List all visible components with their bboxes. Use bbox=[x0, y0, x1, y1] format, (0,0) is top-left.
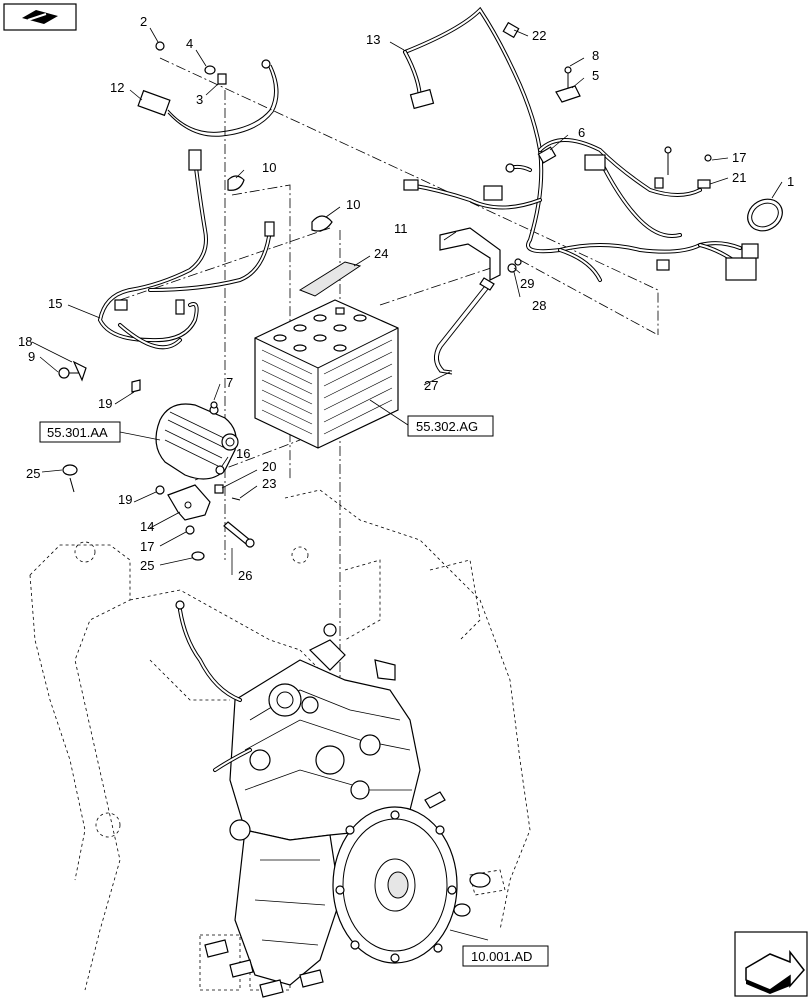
callout-4: 4 bbox=[186, 36, 193, 51]
ref-battery-label: 55.302.AG bbox=[416, 419, 478, 434]
washer-20 bbox=[214, 484, 224, 494]
callout-8: 8 bbox=[592, 48, 599, 63]
nut-washer-set bbox=[155, 41, 227, 85]
nut-washer-28-29 bbox=[507, 258, 522, 273]
callout-12: 12 bbox=[110, 80, 124, 95]
callout-28: 28 bbox=[532, 298, 546, 313]
battery-cable-12 bbox=[137, 59, 279, 137]
callout-23: 23 bbox=[262, 476, 276, 491]
assembly-line bbox=[379, 264, 501, 306]
engine-mounts bbox=[204, 872, 491, 998]
ref-box-alternator[interactable]: 55.301.AA bbox=[39, 421, 121, 443]
callout-16: 16 bbox=[236, 446, 250, 461]
hold-down-rod-27 bbox=[434, 277, 495, 375]
battery-cable-15 bbox=[97, 149, 275, 350]
callout-24: 24 bbox=[374, 246, 388, 261]
callout-17-upper: 17 bbox=[732, 150, 746, 165]
callout-labels: 1 2 3 4 5 6 7 8 9 10 10 11 12 13 14 15 1… bbox=[18, 14, 794, 583]
battery bbox=[254, 299, 399, 449]
leader-lines bbox=[31, 27, 783, 941]
callout-18: 18 bbox=[18, 334, 32, 349]
callout-10-lower: 10 bbox=[346, 197, 360, 212]
clamp-10-lower bbox=[311, 215, 333, 232]
callout-26: 26 bbox=[238, 568, 252, 583]
callout-7: 7 bbox=[226, 375, 233, 390]
callout-2: 2 bbox=[140, 14, 147, 29]
assembly-line bbox=[519, 259, 659, 336]
assembly-line bbox=[159, 57, 531, 231]
battery-bracket-11 bbox=[439, 227, 501, 281]
flywheel-housing bbox=[332, 806, 458, 964]
callout-27: 27 bbox=[424, 378, 438, 393]
callout-17-lower: 17 bbox=[140, 539, 154, 554]
callout-25-upper: 25 bbox=[26, 466, 40, 481]
page-turn-icon[interactable] bbox=[3, 3, 77, 31]
callout-9: 9 bbox=[28, 349, 35, 364]
callout-21: 21 bbox=[732, 170, 746, 185]
long-bolt-26 bbox=[223, 521, 255, 548]
fuse-holder-6 bbox=[537, 146, 557, 164]
callout-14: 14 bbox=[140, 519, 154, 534]
next-page-arrow-icon[interactable] bbox=[734, 931, 808, 997]
callout-20: 20 bbox=[262, 459, 276, 474]
bolt-17-upper bbox=[654, 146, 712, 189]
ref-box-battery[interactable]: 55.302.AG bbox=[407, 415, 494, 437]
assembly-line bbox=[529, 229, 659, 335]
alternator bbox=[155, 403, 239, 480]
ref-alternator-label: 55.301.AA bbox=[47, 425, 108, 440]
callout-13: 13 bbox=[366, 32, 380, 47]
clip-25-upper bbox=[62, 464, 78, 493]
ref-box-engine[interactable]: 10.001.AD bbox=[462, 945, 549, 967]
grommet-1 bbox=[747, 198, 783, 232]
callout-5: 5 bbox=[592, 68, 599, 83]
nut-16 bbox=[215, 465, 225, 475]
callout-6: 6 bbox=[578, 125, 585, 140]
bolt-7 bbox=[210, 401, 218, 409]
callout-15: 15 bbox=[48, 296, 62, 311]
cable-tie-19 bbox=[131, 379, 141, 393]
connector-22 bbox=[502, 21, 520, 39]
clamp-10-upper bbox=[227, 175, 245, 191]
callout-22: 22 bbox=[532, 28, 546, 43]
bolt-9 bbox=[58, 360, 87, 382]
ref-engine-label: 10.001.AD bbox=[471, 949, 532, 964]
hold-down-strap-24 bbox=[298, 261, 362, 297]
callout-19-lower: 19 bbox=[118, 492, 132, 507]
callout-19-upper: 19 bbox=[98, 396, 112, 411]
engine-harness bbox=[175, 600, 446, 809]
callout-25-lower: 25 bbox=[140, 558, 154, 573]
clip-bracket-5 bbox=[555, 66, 581, 103]
mounting-bracket-14 bbox=[155, 484, 211, 521]
engine-assembly bbox=[229, 623, 421, 986]
callout-29: 29 bbox=[520, 276, 534, 291]
callout-1: 1 bbox=[787, 174, 794, 189]
callout-11: 11 bbox=[394, 221, 408, 236]
callout-3: 3 bbox=[196, 92, 203, 107]
callout-10-upper: 10 bbox=[262, 160, 276, 175]
pin-23 bbox=[231, 497, 241, 501]
washer-25-lower bbox=[191, 551, 205, 561]
bolt-17-lower bbox=[185, 525, 195, 535]
wiring-harness bbox=[403, 6, 759, 282]
